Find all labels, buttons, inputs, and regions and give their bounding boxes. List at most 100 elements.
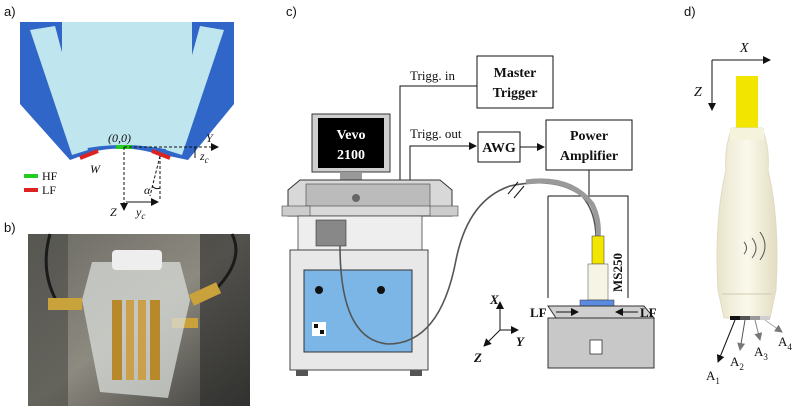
connector-right bbox=[188, 282, 222, 306]
vevo-monitor-screen bbox=[318, 118, 384, 168]
left-element-slot bbox=[30, 26, 88, 155]
aperture-seg-1 bbox=[730, 316, 740, 320]
trackball bbox=[352, 194, 360, 202]
width-label: W bbox=[90, 162, 101, 176]
c-y-label: Y bbox=[516, 334, 525, 349]
wheel-left bbox=[296, 370, 308, 376]
aperture-a2-main: A bbox=[730, 354, 740, 369]
aperture-a4-sub: 4 bbox=[787, 342, 792, 352]
aperture-arrow-2 bbox=[737, 319, 746, 351]
alpha-guide bbox=[149, 155, 161, 197]
panel-b-label: b) bbox=[4, 220, 16, 235]
panel-c-label: c) bbox=[286, 4, 297, 19]
axis-z-down bbox=[483, 329, 501, 347]
z-axis-label: Z bbox=[110, 205, 117, 219]
zc-sub: c bbox=[205, 155, 209, 165]
cable-left bbox=[44, 233, 58, 301]
aperture-a4: A4 bbox=[778, 334, 792, 352]
aperture-a3: A3 bbox=[754, 344, 768, 362]
yc-main: y bbox=[135, 205, 142, 219]
photo-shadow-left bbox=[28, 234, 68, 406]
power-amp-line1: Power bbox=[570, 129, 608, 144]
aperture-a1: A1 bbox=[706, 368, 720, 386]
zc-main: z bbox=[199, 149, 205, 163]
ms250-probe-body bbox=[587, 263, 609, 301]
alpha-label: α bbox=[144, 183, 151, 197]
port-2 bbox=[320, 330, 324, 334]
yc-sub: c bbox=[141, 211, 145, 221]
element-strip-2 bbox=[126, 300, 134, 380]
clear-housing bbox=[82, 262, 190, 398]
trigg-in-line bbox=[399, 85, 477, 182]
aperture-seg-3 bbox=[750, 316, 760, 320]
aperture-a2: A2 bbox=[730, 354, 744, 372]
wheel-right bbox=[410, 370, 422, 376]
panel-a: a) (0,0) Y Z W zc yc α HF LF bbox=[4, 4, 234, 221]
aperture-a2-sub: 2 bbox=[739, 362, 744, 372]
ms250-label: MS250 bbox=[610, 253, 625, 292]
master-trigger-line1: Master bbox=[494, 66, 537, 81]
cable-break-2 bbox=[513, 185, 525, 199]
panel-d: d) X Z A1 A2 A3 A4 bbox=[684, 4, 792, 386]
ripple-2 bbox=[751, 237, 757, 259]
right-element-slot bbox=[166, 26, 224, 155]
vevo-cabinet-panel bbox=[303, 269, 413, 353]
vevo-line2: 2100 bbox=[337, 148, 365, 163]
aperture-seg-2 bbox=[740, 316, 750, 320]
origin-label: (0,0) bbox=[108, 131, 131, 145]
vevo-keyboard bbox=[305, 183, 431, 207]
transducer-lumen bbox=[62, 22, 192, 150]
master-trigger-line2: Trigger bbox=[493, 86, 538, 101]
yc-label: yc bbox=[135, 205, 145, 221]
ripple-3 bbox=[743, 241, 747, 255]
power-amp-line2: Amplifier bbox=[560, 149, 618, 164]
aperture-arrow-1 bbox=[716, 319, 736, 363]
aperture-a3-sub: 3 bbox=[763, 352, 768, 362]
vevo-line1: Vevo bbox=[336, 128, 365, 143]
console-wing-right bbox=[429, 205, 459, 217]
trigg-out-label: Trigg. out bbox=[410, 126, 462, 141]
alpha-arc bbox=[151, 185, 161, 190]
photo-shadow-right bbox=[200, 234, 250, 406]
panel-c: c) Master Trigger AWG Power Amplifier Tr… bbox=[281, 4, 657, 376]
probe-rack bbox=[315, 219, 347, 247]
sample-holder bbox=[589, 339, 603, 355]
element-strip-4 bbox=[150, 300, 160, 380]
connector-left bbox=[48, 298, 82, 310]
cabinet-knob-2 bbox=[377, 286, 385, 294]
aperture-a4-main: A bbox=[778, 334, 788, 349]
cable-right bbox=[213, 233, 238, 292]
trigg-out-line bbox=[409, 142, 477, 182]
console-wing-left bbox=[281, 205, 311, 217]
aperture-arrow-4 bbox=[764, 319, 783, 333]
d-x-label: X bbox=[739, 41, 749, 56]
element-strip-1 bbox=[112, 300, 122, 380]
aperture-arrow-3 bbox=[754, 319, 763, 341]
c-x-label: X bbox=[489, 292, 499, 307]
aperture-a1-sub: 1 bbox=[715, 376, 720, 386]
ripple-1 bbox=[759, 231, 766, 261]
monitor-stand bbox=[340, 172, 362, 182]
c-z-label: Z bbox=[473, 350, 482, 365]
lf-element-left bbox=[79, 149, 99, 160]
panel-a-label: a) bbox=[4, 4, 16, 19]
element-strip-3 bbox=[138, 300, 146, 380]
aperture-seg-4 bbox=[760, 316, 770, 320]
connector-right-lower bbox=[172, 318, 198, 328]
master-trigger-box bbox=[476, 55, 554, 109]
probe-collar bbox=[730, 128, 764, 140]
zc-label: zc bbox=[199, 149, 209, 165]
aperture-a3-main: A bbox=[754, 344, 764, 359]
legend-hf-label: HF bbox=[42, 169, 58, 183]
y-axis-label: Y bbox=[206, 131, 214, 145]
panel-b: b) bbox=[4, 220, 250, 406]
housing-top bbox=[112, 250, 162, 270]
panel-d-label: d) bbox=[684, 4, 696, 19]
cable-break-1 bbox=[507, 181, 519, 195]
trigg-in-label: Trigg. in bbox=[410, 68, 456, 83]
awg-label: AWG bbox=[482, 141, 516, 156]
ms250-probe-tip bbox=[591, 235, 605, 265]
port-1 bbox=[314, 324, 318, 328]
lf-right-label: LF bbox=[640, 305, 657, 320]
